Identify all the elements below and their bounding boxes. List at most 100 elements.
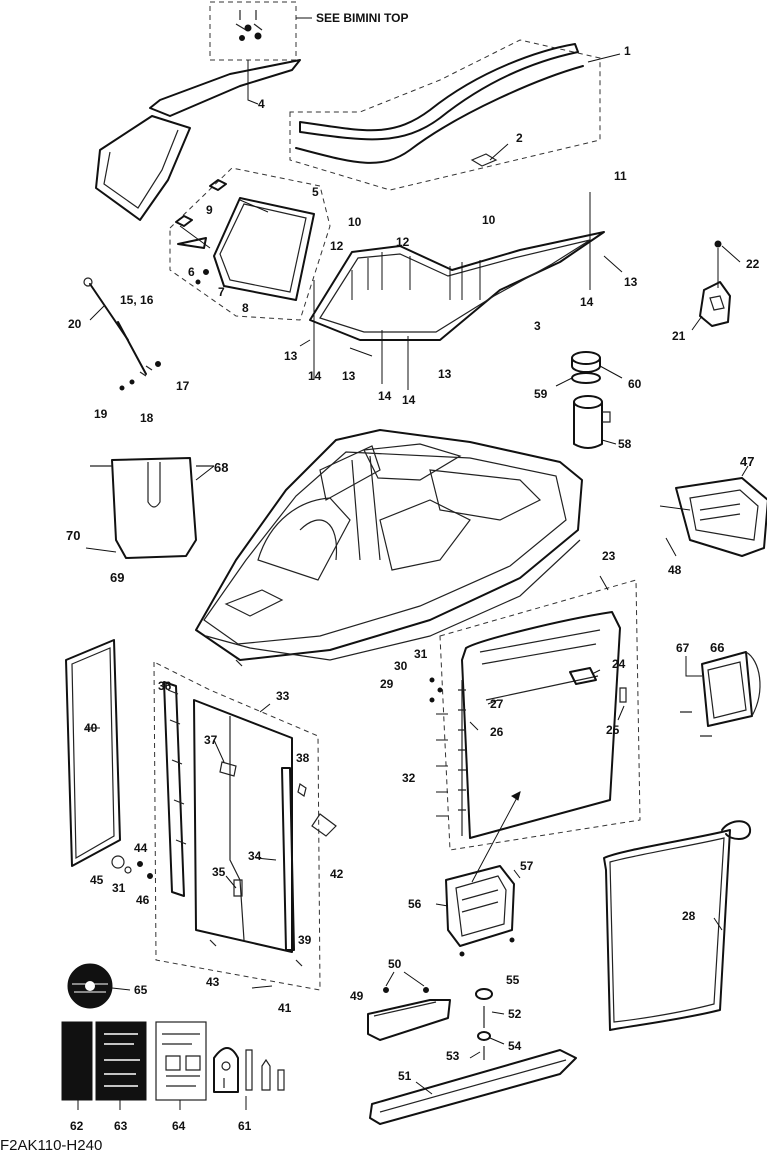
label-51: 51: [398, 1069, 412, 1083]
label-31a: 31: [414, 647, 428, 661]
label-55: 55: [506, 973, 520, 987]
label-59: 59: [534, 387, 548, 401]
label-35: 35: [212, 865, 226, 879]
owners-manuals: [61, 1021, 285, 1110]
label-68: 68: [214, 460, 228, 475]
label-27: 27: [490, 697, 504, 711]
door-seal: [603, 820, 752, 1031]
label-23: 23: [602, 549, 616, 563]
label-43: 43: [206, 975, 220, 989]
label-19: 19: [94, 407, 108, 421]
label-33: 33: [276, 689, 290, 703]
label-31b: 31: [112, 881, 126, 895]
label-12a: 12: [330, 239, 344, 253]
mount-bracket: [691, 240, 741, 331]
seat-cover: [85, 457, 215, 559]
bimini-hardware-inset: SEE BIMINI TOP: [209, 1, 408, 61]
label-49: 49: [350, 989, 364, 1003]
boat-hull: [195, 429, 583, 667]
label-28: 28: [682, 909, 696, 923]
label-25: 25: [606, 723, 620, 737]
label-62: 62: [70, 1119, 84, 1133]
label-1: 1: [624, 44, 631, 58]
label-13c: 13: [342, 369, 356, 383]
storage-box: [435, 865, 521, 957]
label-4: 4: [258, 97, 265, 111]
hatch-panel: [429, 575, 641, 883]
cup-holder-parts: [555, 351, 623, 449]
callout-labels: 1 2 3 4 5 6 7 8 9 10 10 11 12 12 13 13 1…: [66, 44, 760, 1133]
label-14c: 14: [378, 389, 392, 403]
label-39: 39: [298, 933, 312, 947]
label-13b: 13: [284, 349, 298, 363]
label-65: 65: [134, 983, 148, 997]
label-20: 20: [68, 317, 82, 331]
windshield-frame: [95, 59, 301, 221]
label-10b: 10: [482, 213, 496, 227]
label-42: 42: [330, 867, 344, 881]
drawing-code: F2AK110-H240: [0, 1137, 102, 1152]
vent-small: [680, 651, 761, 737]
side-window-inset: [169, 167, 331, 321]
label-12b: 12: [396, 235, 410, 249]
label-48: 48: [668, 563, 682, 577]
label-66: 66: [710, 640, 724, 655]
label-63: 63: [114, 1119, 128, 1133]
label-14b: 14: [308, 369, 322, 383]
label-17: 17: [176, 379, 190, 393]
label-64: 64: [172, 1119, 186, 1133]
door-assembly-inset: [153, 661, 337, 991]
label-69: 69: [110, 570, 124, 585]
label-44: 44: [134, 841, 148, 855]
cd-disc: [67, 963, 131, 1009]
label-57: 57: [520, 859, 534, 873]
deck-trim: [289, 39, 621, 191]
label-36: 36: [158, 679, 172, 693]
label-70: 70: [66, 528, 80, 543]
label-18: 18: [140, 411, 154, 425]
label-9: 9: [206, 203, 213, 217]
label-45: 45: [90, 873, 104, 887]
windshield-glass: [299, 192, 623, 390]
label-67: 67: [676, 641, 690, 655]
label-7: 7: [218, 285, 225, 299]
label-15-16: 15, 16: [120, 293, 154, 307]
label-50: 50: [388, 957, 402, 971]
label-3: 3: [534, 319, 541, 333]
label-34: 34: [248, 849, 262, 863]
label-24: 24: [612, 657, 626, 671]
vent-assembly: [659, 465, 767, 557]
label-52: 52: [508, 1007, 522, 1021]
label-5: 5: [312, 185, 319, 199]
label-40: 40: [84, 721, 98, 735]
label-32: 32: [402, 771, 416, 785]
label-54: 54: [508, 1039, 522, 1053]
label-60: 60: [628, 377, 642, 391]
gas-spring: [83, 277, 161, 391]
label-38: 38: [296, 751, 310, 765]
label-13d: 13: [438, 367, 452, 381]
label-21: 21: [672, 329, 686, 343]
note-see-bimini-top: SEE BIMINI TOP: [316, 11, 408, 25]
label-26: 26: [490, 725, 504, 739]
label-6: 6: [188, 265, 195, 279]
label-14d: 14: [402, 393, 416, 407]
label-8: 8: [242, 301, 249, 315]
rub-rail: [369, 988, 577, 1125]
label-22: 22: [746, 257, 760, 271]
label-29: 29: [380, 677, 394, 691]
label-41: 41: [278, 1001, 292, 1015]
label-58: 58: [618, 437, 632, 451]
label-13a: 13: [624, 275, 638, 289]
label-47: 47: [740, 454, 754, 469]
step-pad: [367, 971, 451, 1041]
label-53: 53: [446, 1049, 460, 1063]
label-61: 61: [238, 1119, 252, 1133]
label-56: 56: [408, 897, 422, 911]
label-11: 11: [614, 169, 627, 183]
label-14a: 14: [580, 295, 594, 309]
label-30: 30: [394, 659, 408, 673]
fasteners-left: [111, 855, 153, 879]
